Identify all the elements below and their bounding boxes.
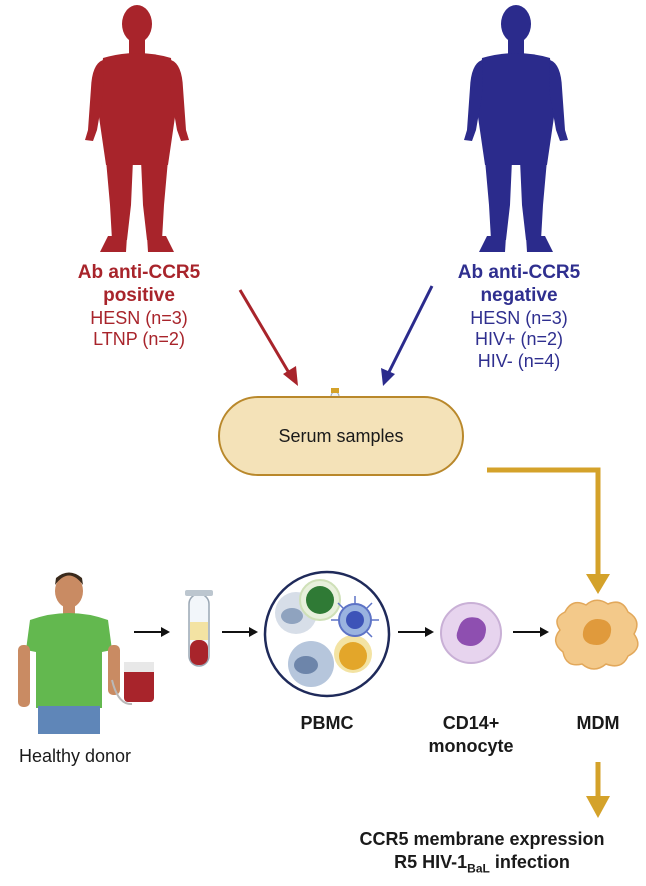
readout-line2: R5 HIV-1BaL infection: [318, 851, 646, 877]
pbmc-cells-icon: [263, 570, 391, 698]
positive-human-silhouette: [85, 5, 189, 252]
serum-samples-box: Serum samples: [218, 396, 464, 476]
positive-to-serum-arrow: [238, 289, 298, 386]
positive-group-label: Ab anti-CCR5 positive HESN (n=3) LTNP (n…: [52, 262, 226, 351]
positive-item-hesn: HESN (n=3): [90, 307, 188, 328]
negative-to-serum-arrow: [381, 285, 434, 386]
negative-human-silhouette: [464, 5, 568, 252]
negative-item-hiv-pos: HIV+ (n=2): [474, 329, 564, 350]
healthy-donor-label: Healthy donor: [18, 746, 132, 766]
readout-line2-prefix: R5 HIV-1: [394, 852, 468, 873]
negative-item-hesn: HESN (n=3): [470, 307, 568, 328]
monocyte-cell-icon: [440, 602, 502, 664]
mdm-to-readout-arrow: [586, 762, 610, 818]
pbmc-label: PBMC: [300, 713, 354, 733]
monocyte-to-mdm-arrow: [513, 627, 549, 637]
readout-line2-sub: BaL: [467, 861, 490, 876]
readout-line2-suffix: infection: [489, 852, 570, 873]
positive-title-line1: Ab anti-CCR5: [77, 262, 201, 283]
serum-samples-label: Serum samples: [278, 425, 404, 446]
healthy-donor-figure: [18, 572, 154, 734]
negative-title-line1: Ab anti-CCR5: [457, 262, 581, 283]
positive-title-line2: positive: [103, 284, 175, 306]
pbmc-to-monocyte-arrow: [398, 627, 434, 637]
mdm-macrophage-icon: [554, 599, 639, 670]
blood-tube-icon: [185, 590, 213, 667]
tube-to-pbmc-arrow: [222, 627, 258, 637]
positive-item-ltnp: LTNP (n=2): [93, 329, 185, 350]
donor-to-tube-arrow: [134, 627, 170, 637]
mdm-label: MDM: [576, 713, 620, 733]
monocyte-label: CD14+ monocyte: [421, 712, 521, 757]
monocyte-label-line1: CD14+: [442, 713, 500, 733]
serum-to-mdm-arrow: [487, 467, 610, 594]
negative-item-hiv-neg: HIV- (n=4): [477, 350, 561, 371]
readout-line1: CCR5 membrane expression: [359, 829, 605, 849]
negative-title-line2: negative: [480, 284, 558, 306]
negative-group-label: Ab anti-CCR5 negative HESN (n=3) HIV+ (n…: [432, 262, 606, 372]
readout-label: CCR5 membrane expression R5 HIV-1BaL inf…: [318, 828, 646, 878]
monocyte-label-line2: monocyte: [428, 735, 514, 756]
